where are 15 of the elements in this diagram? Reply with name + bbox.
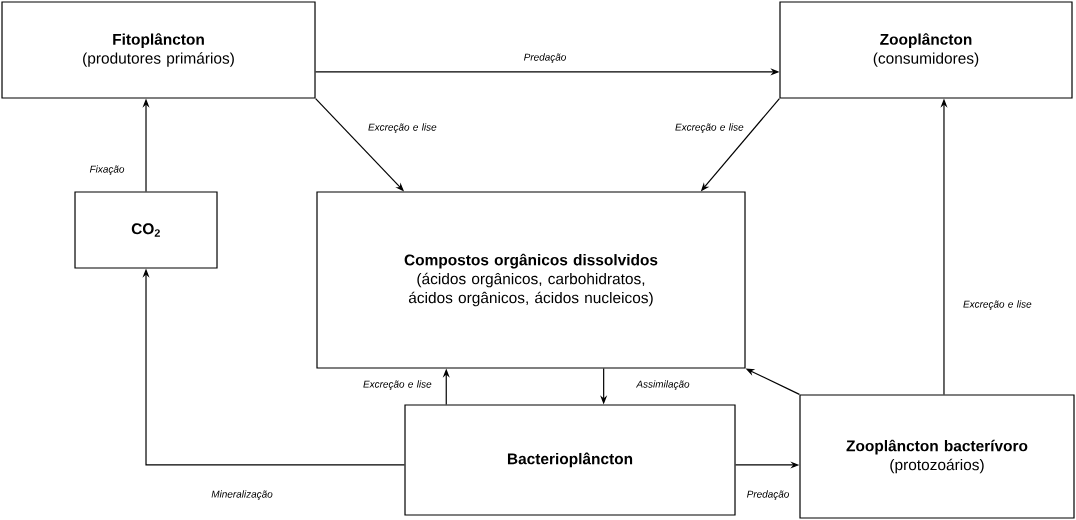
edge-label: Fixação — [89, 165, 125, 175]
edge-label: Excreção e lise — [368, 123, 437, 133]
edge-label: Assimilação — [635, 380, 690, 390]
edge-label: Excreção e lise — [675, 123, 744, 133]
edge-label: Predação — [747, 490, 789, 500]
edge-label: Excreção e lise — [363, 380, 432, 390]
process-box: Zooplâncton (consumidores) — [779, 1, 1073, 99]
edge-label: Mineralização — [211, 490, 273, 500]
edge-label: Predação — [524, 53, 566, 63]
process-box: CO$_{2}$ — [74, 191, 218, 269]
edge-label: Excreção e lise — [963, 300, 1032, 310]
process-box: Zooplâncton bacterívoro (protozoários) — [799, 394, 1075, 519]
process-box: Fitoplâncton (produtores primários) — [1, 1, 316, 99]
process-box: Compostos orgânicos dissolvidos (ácidos orgânicos, carbohidratos, ácidos orgânicos, ácidos nucleicos) — [316, 191, 746, 369]
process-box: Bacterioplâncton — [404, 404, 736, 516]
